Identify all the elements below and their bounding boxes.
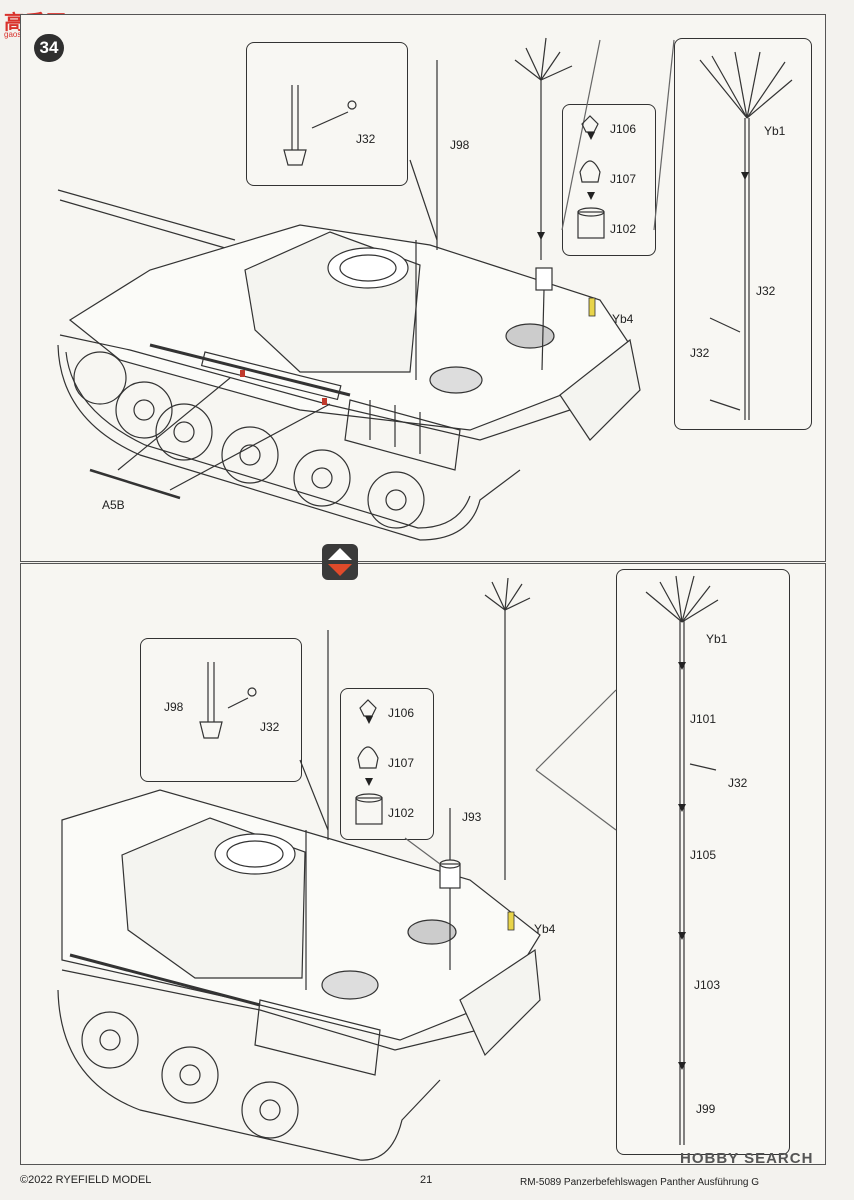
label-bottom-callout-j98: J98 [164,700,184,714]
label-top-a5b: A5B [102,498,125,512]
label-bottom-detail-j32: J32 [728,776,748,790]
label-bottom-j93: J93 [462,810,482,824]
label-bottom-j106: J106 [388,706,415,720]
label-bottom-callout-j32: J32 [260,720,280,734]
label-bottom-detail-yb1: Yb1 [706,632,728,646]
label-top-detail-yb1: Yb1 [764,124,786,138]
bottom-callout-box [140,638,302,782]
label-bottom-detail-j105: J105 [690,848,717,862]
label-bottom-j102: J102 [388,806,415,820]
label-top-detail-clips-j32: J32 [690,346,710,360]
label-top-j107: J107 [610,172,637,186]
label-top-callout-j32: J32 [356,132,376,146]
label-bottom-detail-j103: J103 [694,978,721,992]
label-top-yb4: Yb4 [612,312,634,326]
watermark: HOBBY SEARCH [680,1150,814,1167]
footer-title: RM-5089 Panzerbefehlswagen Panther Ausfü… [520,1177,760,1188]
label-top-j102: J102 [610,222,637,236]
footer-page-number: 21 [420,1174,433,1186]
label-bottom-detail-j101: J101 [690,712,717,726]
top-tank-illustration [57,189,641,541]
bottom-tank-illustration [57,789,541,1161]
footer-copyright: ©2022 RYEFIELD MODEL [20,1174,152,1186]
label-bottom-detail-j99: J99 [696,1102,716,1116]
label-top-j98: J98 [450,138,470,152]
step-number: 34 [34,34,64,62]
bottom-detail-box [616,569,790,1155]
label-top-detail-j32: J32 [756,284,776,298]
label-bottom-yb4: Yb4 [534,922,556,936]
top-callout-box [246,42,408,186]
swap-arrows-icon [322,544,358,580]
label-top-j106: J106 [610,122,637,136]
label-bottom-j107: J107 [388,756,415,770]
top-detail-box [674,38,812,430]
